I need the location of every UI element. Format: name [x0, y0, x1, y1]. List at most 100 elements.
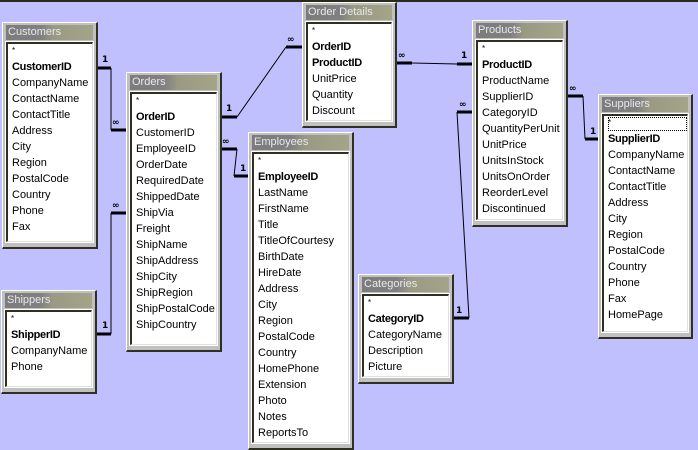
field-item[interactable]: BirthDate [258, 251, 304, 263]
field-item[interactable]: Country [608, 261, 647, 273]
field-item[interactable]: Discount [312, 105, 355, 117]
field-all-columns[interactable]: * [312, 26, 316, 35]
field-item[interactable]: ContactName [608, 165, 676, 177]
field-item[interactable]: Description [368, 345, 424, 357]
field-item[interactable]: TitleOfCourtesy [258, 235, 335, 247]
field-item[interactable]: ShipCountry [136, 319, 197, 331]
field-item[interactable]: CompanyName [12, 77, 89, 89]
primary-key-field[interactable]: EmployeeID [258, 171, 318, 183]
field-item[interactable]: Address [258, 283, 299, 295]
field-item[interactable]: ShippedDate [136, 191, 200, 203]
field-item[interactable]: ShipPostalCode [136, 303, 215, 315]
primary-key-field[interactable]: OrderID [136, 111, 175, 123]
field-item[interactable]: UnitsInStock [482, 155, 544, 167]
field-item[interactable]: CategoryName [368, 329, 442, 341]
field-item[interactable]: RequiredDate [136, 175, 204, 187]
field-item[interactable]: UnitPrice [312, 73, 357, 85]
field-item[interactable]: City [258, 299, 277, 311]
field-item[interactable]: Notes [258, 411, 287, 423]
field-item[interactable]: HomePhone [258, 363, 320, 375]
field-all-columns[interactable]: * [12, 46, 16, 55]
field-item[interactable]: ShipCity [136, 271, 177, 283]
field-item[interactable]: ContactName [12, 93, 80, 105]
primary-key-field[interactable]: CustomerID [12, 61, 72, 73]
field-item[interactable]: ContactTitle [608, 181, 667, 193]
field-item[interactable]: City [608, 213, 627, 225]
field-item[interactable]: ProductName [482, 75, 550, 87]
field-item[interactable]: UnitsOnOrder [482, 171, 550, 183]
field-item[interactable]: PostalCode [608, 245, 665, 257]
field-item[interactable]: Photo [258, 395, 287, 407]
field-item[interactable]: ContactTitle [12, 109, 71, 121]
field-item[interactable]: CompanyName [11, 345, 88, 357]
field-item[interactable]: CustomerID [136, 127, 195, 139]
field-item[interactable]: ShipAddress [136, 255, 199, 267]
field-item[interactable]: Discontinued [482, 203, 546, 215]
field-item[interactable]: HomePage [608, 309, 664, 321]
field-item[interactable]: CategoryID [482, 107, 538, 119]
field-item[interactable]: PostalCode [12, 173, 69, 185]
field-all-columns[interactable]: * [136, 96, 140, 105]
primary-key-field[interactable]: ShipperID [11, 329, 61, 341]
field-item[interactable]: Phone [11, 361, 43, 373]
field-item[interactable]: LastName [258, 187, 309, 199]
field-item[interactable]: Country [258, 347, 297, 359]
field-item[interactable]: OrderDate [136, 159, 188, 171]
field-item[interactable]: ReorderLevel [482, 187, 549, 199]
table-title-shippers[interactable]: Shippers [5, 293, 92, 308]
field-all-columns[interactable]: * [258, 156, 262, 165]
field-item[interactable]: ReportsTo [258, 427, 309, 439]
table-title-orders[interactable]: Orders [130, 75, 217, 90]
field-item[interactable]: Region [12, 157, 47, 169]
field-item[interactable]: Title [258, 219, 279, 231]
field-all-columns[interactable]: * [11, 314, 15, 323]
field-item[interactable]: Phone [12, 205, 44, 217]
primary-key-field[interactable]: SupplierID [608, 133, 661, 145]
table-title-categories[interactable]: Categories [362, 277, 449, 292]
primary-key-field[interactable]: CategoryID [368, 313, 424, 325]
field-item[interactable]: Phone [608, 277, 640, 289]
field-item[interactable]: Address [12, 125, 53, 137]
primary-key-field[interactable]: ProductID [312, 57, 362, 69]
table-title-order-details[interactable]: Order Details [306, 5, 392, 20]
field-item[interactable]: Fax [608, 293, 627, 305]
field-item[interactable]: Freight [136, 223, 171, 235]
field-item[interactable]: ShipVia [136, 207, 174, 219]
field-all-columns[interactable]: * [608, 117, 687, 131]
field-item[interactable]: PostalCode [258, 331, 315, 343]
table-title-customers[interactable]: Customers [6, 25, 93, 40]
field-item[interactable]: ShipRegion [136, 287, 193, 299]
field-item[interactable]: UnitPrice [482, 139, 527, 151]
primary-key-field[interactable]: OrderID [312, 41, 351, 53]
table-title-products[interactable]: Products [476, 23, 563, 38]
field-item[interactable]: Region [608, 229, 643, 241]
field-item[interactable]: FirstName [258, 203, 309, 215]
field-all-columns[interactable]: * [482, 44, 486, 53]
field-item[interactable]: City [12, 141, 31, 153]
field-item[interactable]: Quantity [312, 89, 353, 101]
field-item[interactable]: Picture [368, 361, 403, 373]
field-item[interactable]: Address [608, 197, 649, 209]
field-item[interactable]: HireDate [258, 267, 302, 279]
field-item[interactable]: Extension [258, 379, 307, 391]
field-item[interactable]: SupplierID [482, 91, 534, 103]
field-item[interactable]: Region [258, 315, 293, 327]
field-item[interactable]: Country [12, 189, 51, 201]
primary-key-field[interactable]: ProductID [482, 59, 532, 71]
